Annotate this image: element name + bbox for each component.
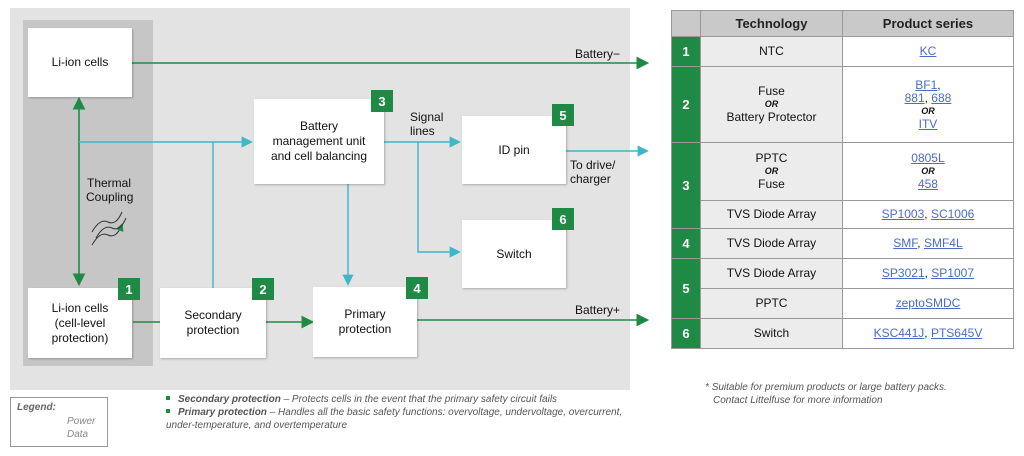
row-number: 2 (671, 66, 701, 143)
badge-2: 2 (252, 278, 274, 300)
series-cell: zeptoSMDC (841, 288, 1015, 319)
table-row: 1 NTC KC (671, 36, 1015, 67)
primary-protection-box: Primary protection (313, 287, 417, 357)
series-link[interactable]: 881 (904, 90, 925, 105)
product-table: Technology Product series 1 NTC KC 2 Fus… (671, 10, 1015, 349)
legend-data-label: Data (67, 429, 89, 440)
series-cell: BF1, 881, 688 OR ITV (841, 66, 1015, 143)
table-row: 2 Fuse OR Battery Protector BF1, 881, 68… (671, 66, 1015, 143)
switch-box: Switch (462, 220, 566, 288)
series-link[interactable]: 0805L (911, 151, 945, 165)
badge-4: 4 (406, 277, 428, 299)
legend: Legend: Power Data (10, 397, 108, 447)
series-link[interactable]: SMF (893, 236, 918, 250)
series-cell: KC (841, 36, 1015, 67)
header-technology: Technology (700, 10, 843, 37)
series-link[interactable]: SP1007 (931, 266, 974, 280)
row-number: 3 (671, 142, 701, 229)
secondary-protection-box: Secondary protection (160, 288, 266, 358)
liion-cell-level-box: Li-ion cells (cell-level protection) (28, 288, 132, 358)
row-number: 4 (671, 228, 701, 259)
tech-cell: Fuse OR Battery Protector (700, 66, 843, 143)
series-cell: KSC441J, PTS645V (841, 318, 1015, 349)
table-row: TVS Diode Array SP1003, SC1006 (672, 200, 1015, 229)
battery-plus-label: Battery+ (575, 303, 621, 317)
series-link[interactable]: SC1006 (930, 207, 975, 221)
series-link[interactable]: 688 (931, 90, 952, 105)
protection-notes: Secondary protection – Protects cells in… (166, 393, 626, 432)
bmu-box: Battery management unit and cell balanci… (254, 99, 384, 184)
badge-6: 6 (552, 208, 574, 230)
series-link[interactable]: 458 (917, 177, 938, 191)
signal-to-switch-data (417, 142, 461, 258)
liion-cells-box: Li-ion cells (28, 28, 132, 97)
row-number: 6 (671, 318, 701, 349)
row-number: 5 (671, 258, 701, 319)
series-link[interactable]: SP3021 (881, 266, 925, 280)
table-row: 6 Switch KSC441J, PTS645V (671, 318, 1015, 349)
tech-cell: TVS Diode Array (700, 258, 843, 289)
series-link[interactable]: KC (919, 44, 937, 58)
to-drive-label: To drive/ charger (570, 158, 616, 186)
table-row: 5 TVS Diode Array SP3021, SP1007 (671, 258, 1015, 319)
tech-cell: TVS Diode Array (700, 228, 843, 259)
series-cell: SP3021, SP1007 (841, 258, 1015, 289)
series-link[interactable]: SP1003 (881, 207, 925, 221)
table-row: 4 TVS Diode Array SMF, SMF4L (671, 228, 1015, 259)
battery-minus-label: Battery− (575, 47, 621, 61)
tech-cell: PPTC OR Fuse (700, 142, 843, 201)
thermal-coupling-icon (91, 211, 127, 246)
series-link[interactable]: KSC441J (873, 326, 925, 340)
header-product-series: Product series (841, 10, 1015, 37)
tech-cell: TVS Diode Array (700, 200, 843, 229)
note-primary: Primary protection – Handles all the bas… (166, 407, 623, 431)
header-num (671, 10, 701, 37)
badge-5: 5 (552, 104, 574, 126)
tech-cell: PPTC (700, 288, 843, 319)
series-cell: 0805L OR 458 (841, 142, 1015, 201)
legend-title: Legend: (17, 402, 56, 413)
footnote: * Suitable for premium products or large… (705, 382, 947, 406)
series-link[interactable]: zeptoSMDC (895, 296, 961, 310)
legend-power-label: Power (67, 416, 96, 427)
series-link[interactable]: BF1 (915, 77, 938, 92)
series-link[interactable]: PTS645V (930, 326, 983, 340)
table-row: PPTC zeptoSMDC (672, 288, 1015, 319)
tech-cell: NTC (700, 36, 843, 67)
series-link[interactable]: SMF4L (923, 236, 963, 250)
series-link[interactable]: ITV (918, 116, 938, 131)
badge-1: 1 (118, 278, 140, 300)
row-number: 1 (671, 36, 701, 67)
signal-lines-label: Signal lines (410, 110, 444, 138)
badge-3: 3 (371, 90, 393, 112)
id-pin-box: ID pin (462, 116, 566, 184)
series-cell: SMF, SMF4L (841, 228, 1015, 259)
thermal-coupling-label: Thermal Coupling (86, 176, 134, 204)
note-secondary: Secondary protection – Protects cells in… (166, 393, 626, 406)
tech-cell: Switch (700, 318, 843, 349)
series-cell: SP1003, SC1006 (841, 200, 1015, 229)
table-row: 3 PPTC OR Fuse 0805L OR 458 (671, 142, 1015, 229)
